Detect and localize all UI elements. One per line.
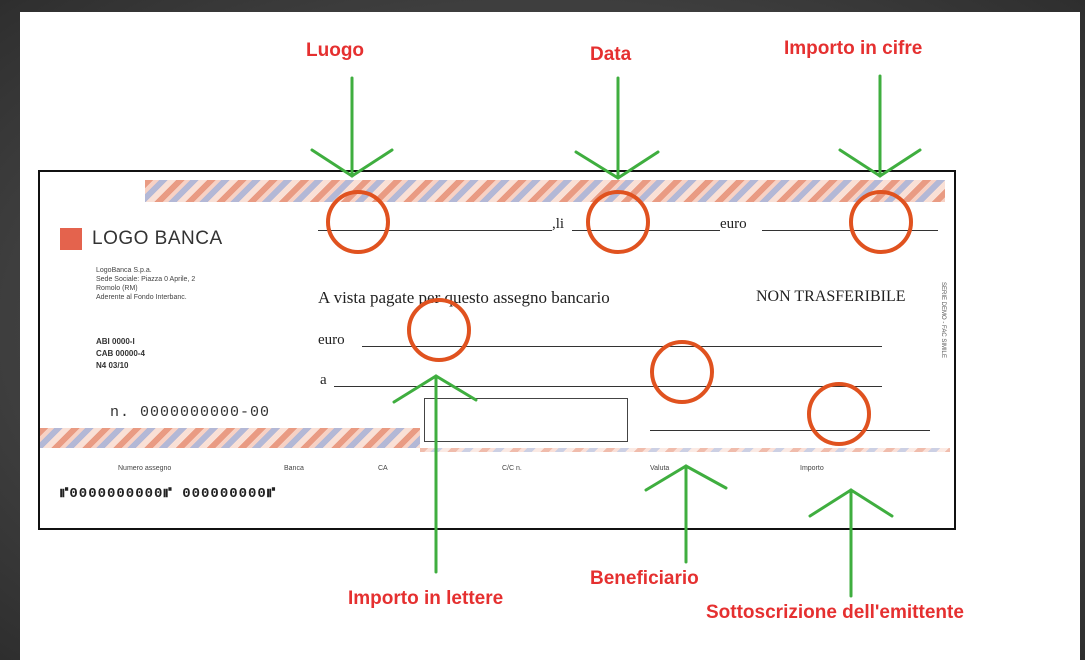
place-line — [318, 230, 552, 231]
cheque: LOGO BANCA LogoBanca S.p.a. Sede Sociale… — [38, 170, 956, 530]
series-code: N4 03/10 — [96, 361, 129, 370]
footer-label-ca: CA — [378, 465, 388, 472]
non-trasferibile-text: NON TRASFERIBILE — [756, 288, 906, 305]
cab-code: CAB 00000-4 — [96, 349, 145, 358]
euro-top-label: euro — [720, 216, 747, 232]
amount-words-line — [362, 346, 882, 347]
date-line — [572, 230, 720, 231]
side-vertical-text: SERIE DEMO - FAC SIMILE — [940, 282, 946, 359]
micr-line: ⑈0000000000⑈ 000000000⑈ — [60, 486, 277, 502]
footer-label-importo: Importo — [800, 465, 824, 472]
a-vista-text: A vista pagate per questo assegno bancar… — [318, 288, 610, 307]
bank-info-line-4: Aderente al Fondo Interbanc. — [96, 294, 187, 301]
callout-luogo: Luogo — [306, 40, 365, 61]
bank-logo-mark — [60, 228, 82, 250]
payee-line — [334, 386, 882, 387]
callout-beneficiario: Beneficiario — [590, 568, 699, 589]
security-band-bottom-right — [420, 448, 950, 452]
bank-logo-text: LOGO BANCA — [92, 228, 223, 249]
euro-words-label: euro — [318, 332, 345, 348]
callout-importo-cifre: Importo in cifre — [784, 38, 923, 59]
bank-info-line-3: Romolo (RM) — [96, 285, 138, 292]
payee-a-label: a — [320, 372, 327, 388]
footer-label-cc: C/C n. — [502, 465, 522, 472]
amount-box — [424, 398, 628, 442]
callout-importo-lettere: Importo in lettere — [348, 588, 504, 609]
signature-line — [650, 430, 930, 431]
bank-info-line-2: Sede Sociale: Piazza 0 Aprile, 2 — [96, 276, 196, 283]
footer-label-banca: Banca — [284, 465, 304, 472]
abi-code: ABI 0000-I — [96, 337, 135, 346]
security-band-top — [145, 180, 945, 202]
bank-info-line-1: LogoBanca S.p.a. — [96, 267, 152, 274]
footer-label-valuta: Valuta — [650, 465, 670, 472]
li-label: ,li — [552, 216, 565, 232]
amount-figures-line — [762, 230, 938, 231]
callout-sottoscrizione: Sottoscrizione dell'emittente — [706, 602, 964, 623]
callout-data: Data — [590, 44, 632, 65]
cheque-number: n. 0000000000-00 — [110, 404, 271, 421]
footer-label-numero: Numero assegno — [118, 465, 172, 472]
security-band-bottom-left — [40, 428, 420, 448]
